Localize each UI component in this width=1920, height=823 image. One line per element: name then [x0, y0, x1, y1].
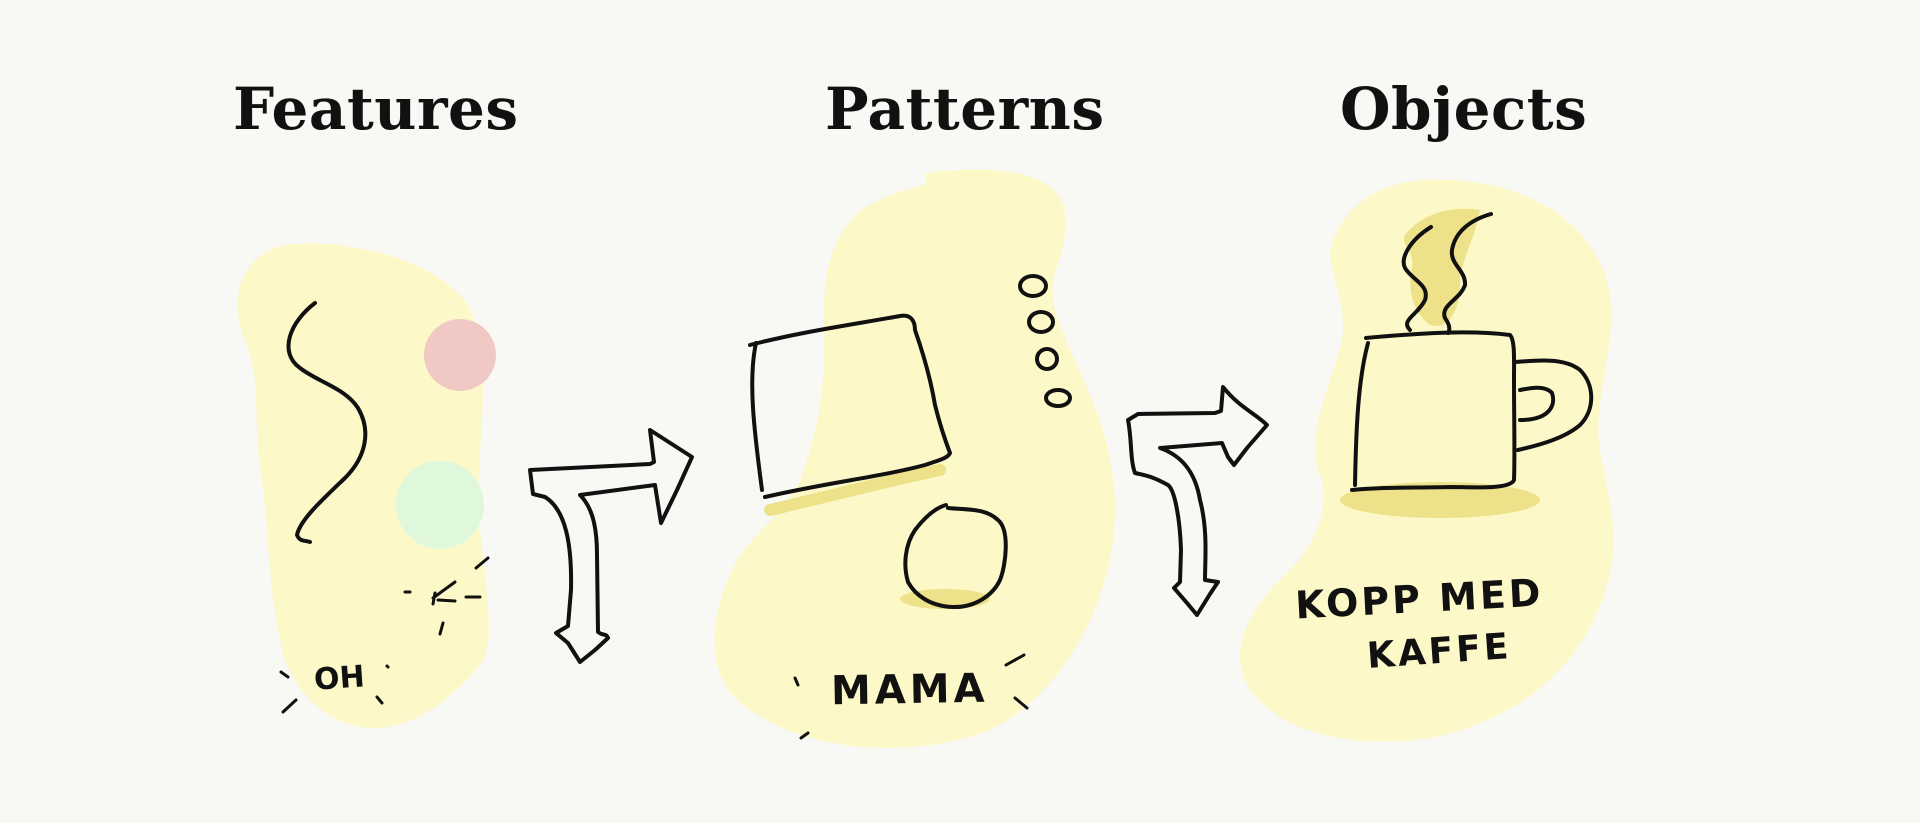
- mug-icon: [1350, 330, 1594, 492]
- red-dot: [424, 319, 496, 391]
- patterns-blob: [714, 169, 1116, 749]
- steam-icon: [1401, 212, 1493, 335]
- square-highlight: [764, 464, 946, 516]
- green-dot: [396, 461, 484, 549]
- arrow-icon: [528, 428, 694, 664]
- circle-icon: [903, 503, 1008, 610]
- burst-icon: [403, 556, 490, 636]
- square-icon: [748, 313, 952, 499]
- bubbles-icon: [1018, 274, 1072, 408]
- steam-highlight: [1403, 208, 1480, 326]
- heading-patterns: Patterns: [825, 75, 1105, 143]
- objects-blob: [1240, 179, 1614, 742]
- features-caption: OH: [313, 659, 366, 697]
- mug-highlight: [1340, 482, 1540, 518]
- features-caption-burst: [279, 664, 390, 714]
- objects-group: KOPP MED KAFFE: [1240, 179, 1614, 742]
- patterns-caption-burst: [793, 653, 1029, 740]
- patterns-caption: MAMA: [831, 666, 989, 715]
- heading-objects: Objects: [1340, 75, 1588, 143]
- objects-caption-line-2: KAFFE: [1366, 626, 1513, 677]
- patterns-group: MAMA: [714, 169, 1116, 749]
- features-group: OH: [237, 243, 496, 729]
- wave-icon: [286, 301, 368, 544]
- heading-features: Features: [233, 75, 519, 143]
- arrow-icon: [1126, 385, 1269, 617]
